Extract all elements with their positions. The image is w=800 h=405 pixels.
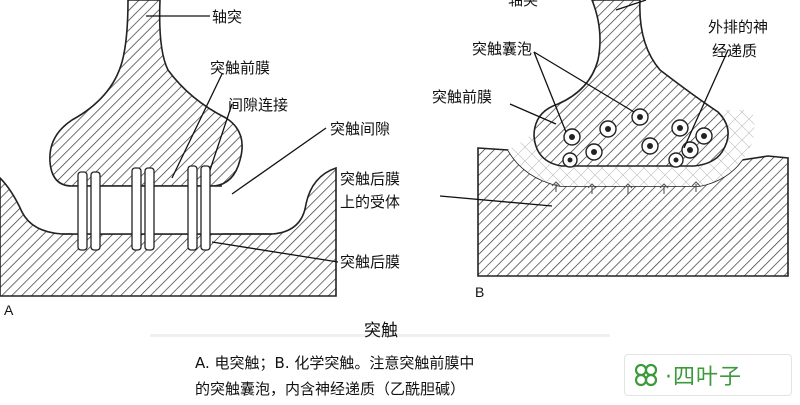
caption-divider: [150, 334, 610, 337]
postsynaptic-receptor: [551, 181, 701, 194]
postsynaptic-cell-a: [0, 166, 337, 297]
label-presynaptic-membrane-b: 突触前膜: [432, 88, 493, 106]
label-synaptic-vesicle: 突触囊泡: [472, 40, 533, 58]
panel-letter-a: A: [4, 302, 14, 318]
label-axon-b: 轴突: [508, 0, 539, 9]
label-released-transmitter-line2: 经递质: [712, 42, 758, 60]
label-presynaptic-membrane-a: 突触前膜: [210, 59, 271, 77]
caption-line-1: A. 电突触；B. 化学突触。注意突触前膜中: [195, 354, 475, 372]
watermark-text: ·四叶子: [665, 365, 742, 390]
leader-lines-b: [439, 0, 729, 207]
caption-title: 突触: [364, 321, 398, 341]
panel-a-electrical-synapse: [0, 0, 339, 297]
label-axon: 轴突: [212, 8, 243, 26]
panel-letter-b: B: [475, 284, 485, 300]
label-receptor-line2: 上的受体: [340, 193, 401, 211]
label-postsynaptic-membrane-a: 突触后膜: [340, 253, 401, 271]
label-released-transmitter-line1: 外排的神: [708, 18, 769, 36]
label-receptor-line1: 突触后膜: [340, 170, 401, 188]
caption-line-2: 的突触囊泡，内含神经递质（乙酰胆碱）: [195, 380, 466, 398]
gap-junction-channel: [77, 165, 211, 251]
four-leaf-clover-icon: [634, 363, 658, 387]
label-synaptic-cleft: 突触间隙: [330, 120, 391, 138]
watermark-badge: ·四叶子: [624, 354, 792, 396]
label-gap-junction: 间隙连接: [228, 96, 289, 114]
panel-b-chemical-synapse: [439, 0, 789, 277]
leader-lines-a: [146, 15, 339, 263]
